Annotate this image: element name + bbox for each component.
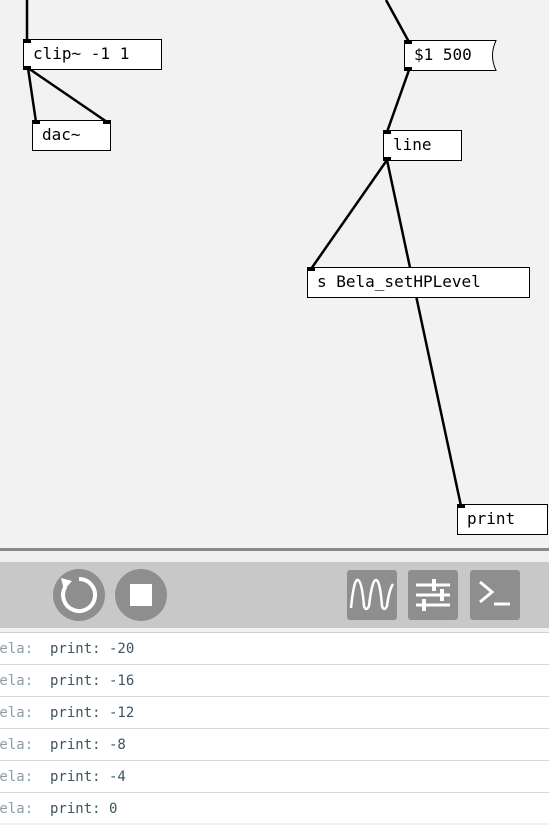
pane-divider[interactable] [0, 548, 549, 551]
log-prefix: bela: [0, 641, 34, 657]
refresh-button[interactable] [53, 569, 105, 621]
log-message: print: -8 [50, 737, 126, 753]
outlet[interactable] [24, 66, 31, 70]
log-message: print: -20 [50, 641, 135, 657]
log-row: bela: print: -8 [0, 729, 549, 761]
log-prefix: bela: [0, 801, 34, 817]
settings-button[interactable] [408, 570, 458, 620]
log-row: bela: print: -4 [0, 761, 549, 793]
log-row: bela: print: 0 [0, 793, 549, 825]
log-row: bela: print: -20 [0, 633, 549, 665]
patch-connections [25, 0, 463, 507]
log-row: bela: print: -16 [0, 665, 549, 697]
log-prefix: bela: [0, 705, 34, 721]
inlet[interactable] [405, 40, 412, 44]
toolbar [0, 562, 549, 628]
print-object[interactable]: print [457, 504, 548, 535]
log-prefix: bela: [0, 673, 34, 689]
console-button[interactable] [470, 570, 520, 620]
log-message: print: -12 [50, 705, 135, 721]
stop-button[interactable] [115, 569, 167, 621]
inlet[interactable] [458, 504, 465, 508]
connection-wire[interactable] [27, 66, 108, 124]
object-label: s Bela_setHPLevel [317, 272, 481, 291]
log-row: bela: print: -12 [0, 697, 549, 729]
line-object[interactable]: line [383, 130, 462, 161]
object-label: dac~ [42, 125, 81, 144]
send-object[interactable]: s Bela_setHPLevel [307, 267, 530, 298]
clip-object[interactable]: clip~ -1 1 [23, 39, 162, 70]
connection-wire[interactable] [26, 67, 38, 123]
inlet[interactable] [384, 130, 391, 134]
waveform-icon [349, 578, 395, 611]
log-message: print: -16 [50, 673, 135, 689]
scope-button[interactable] [347, 570, 397, 620]
log-message: print: -4 [50, 769, 126, 785]
toolbar-spacer [0, 551, 549, 562]
connection-wire[interactable] [309, 159, 389, 270]
object-label: print [467, 509, 516, 528]
message-label: $1 500 [414, 45, 472, 64]
object-label: clip~ -1 1 [33, 44, 130, 63]
connection-wire[interactable] [384, 0, 411, 43]
sliders-icon [416, 579, 450, 611]
log-prefix: bela: [0, 769, 34, 785]
connection-wire[interactable] [385, 159, 463, 507]
message-box-flag [486, 40, 497, 71]
inlet-left[interactable] [33, 120, 40, 124]
object-label: line [393, 135, 432, 154]
connection-wire[interactable] [385, 69, 411, 133]
stop-icon [130, 584, 152, 606]
console-log[interactable]: bela: print: -20 bela: print: -16 bela: … [0, 632, 549, 823]
terminal-icon [479, 580, 510, 606]
log-message: print: 0 [50, 801, 118, 817]
refresh-icon [61, 576, 98, 613]
outlet[interactable] [405, 67, 412, 71]
message-box[interactable]: $1 500 [404, 40, 488, 71]
inlet[interactable] [24, 39, 31, 43]
outlet[interactable] [384, 157, 391, 161]
inlet-right[interactable] [103, 120, 110, 124]
inlet[interactable] [308, 267, 315, 271]
log-prefix: bela: [0, 737, 34, 753]
dac-object[interactable]: dac~ [32, 120, 111, 151]
patch-canvas[interactable]: clip~ -1 1 dac~ $1 500 line s Bela_setHP… [0, 0, 549, 548]
